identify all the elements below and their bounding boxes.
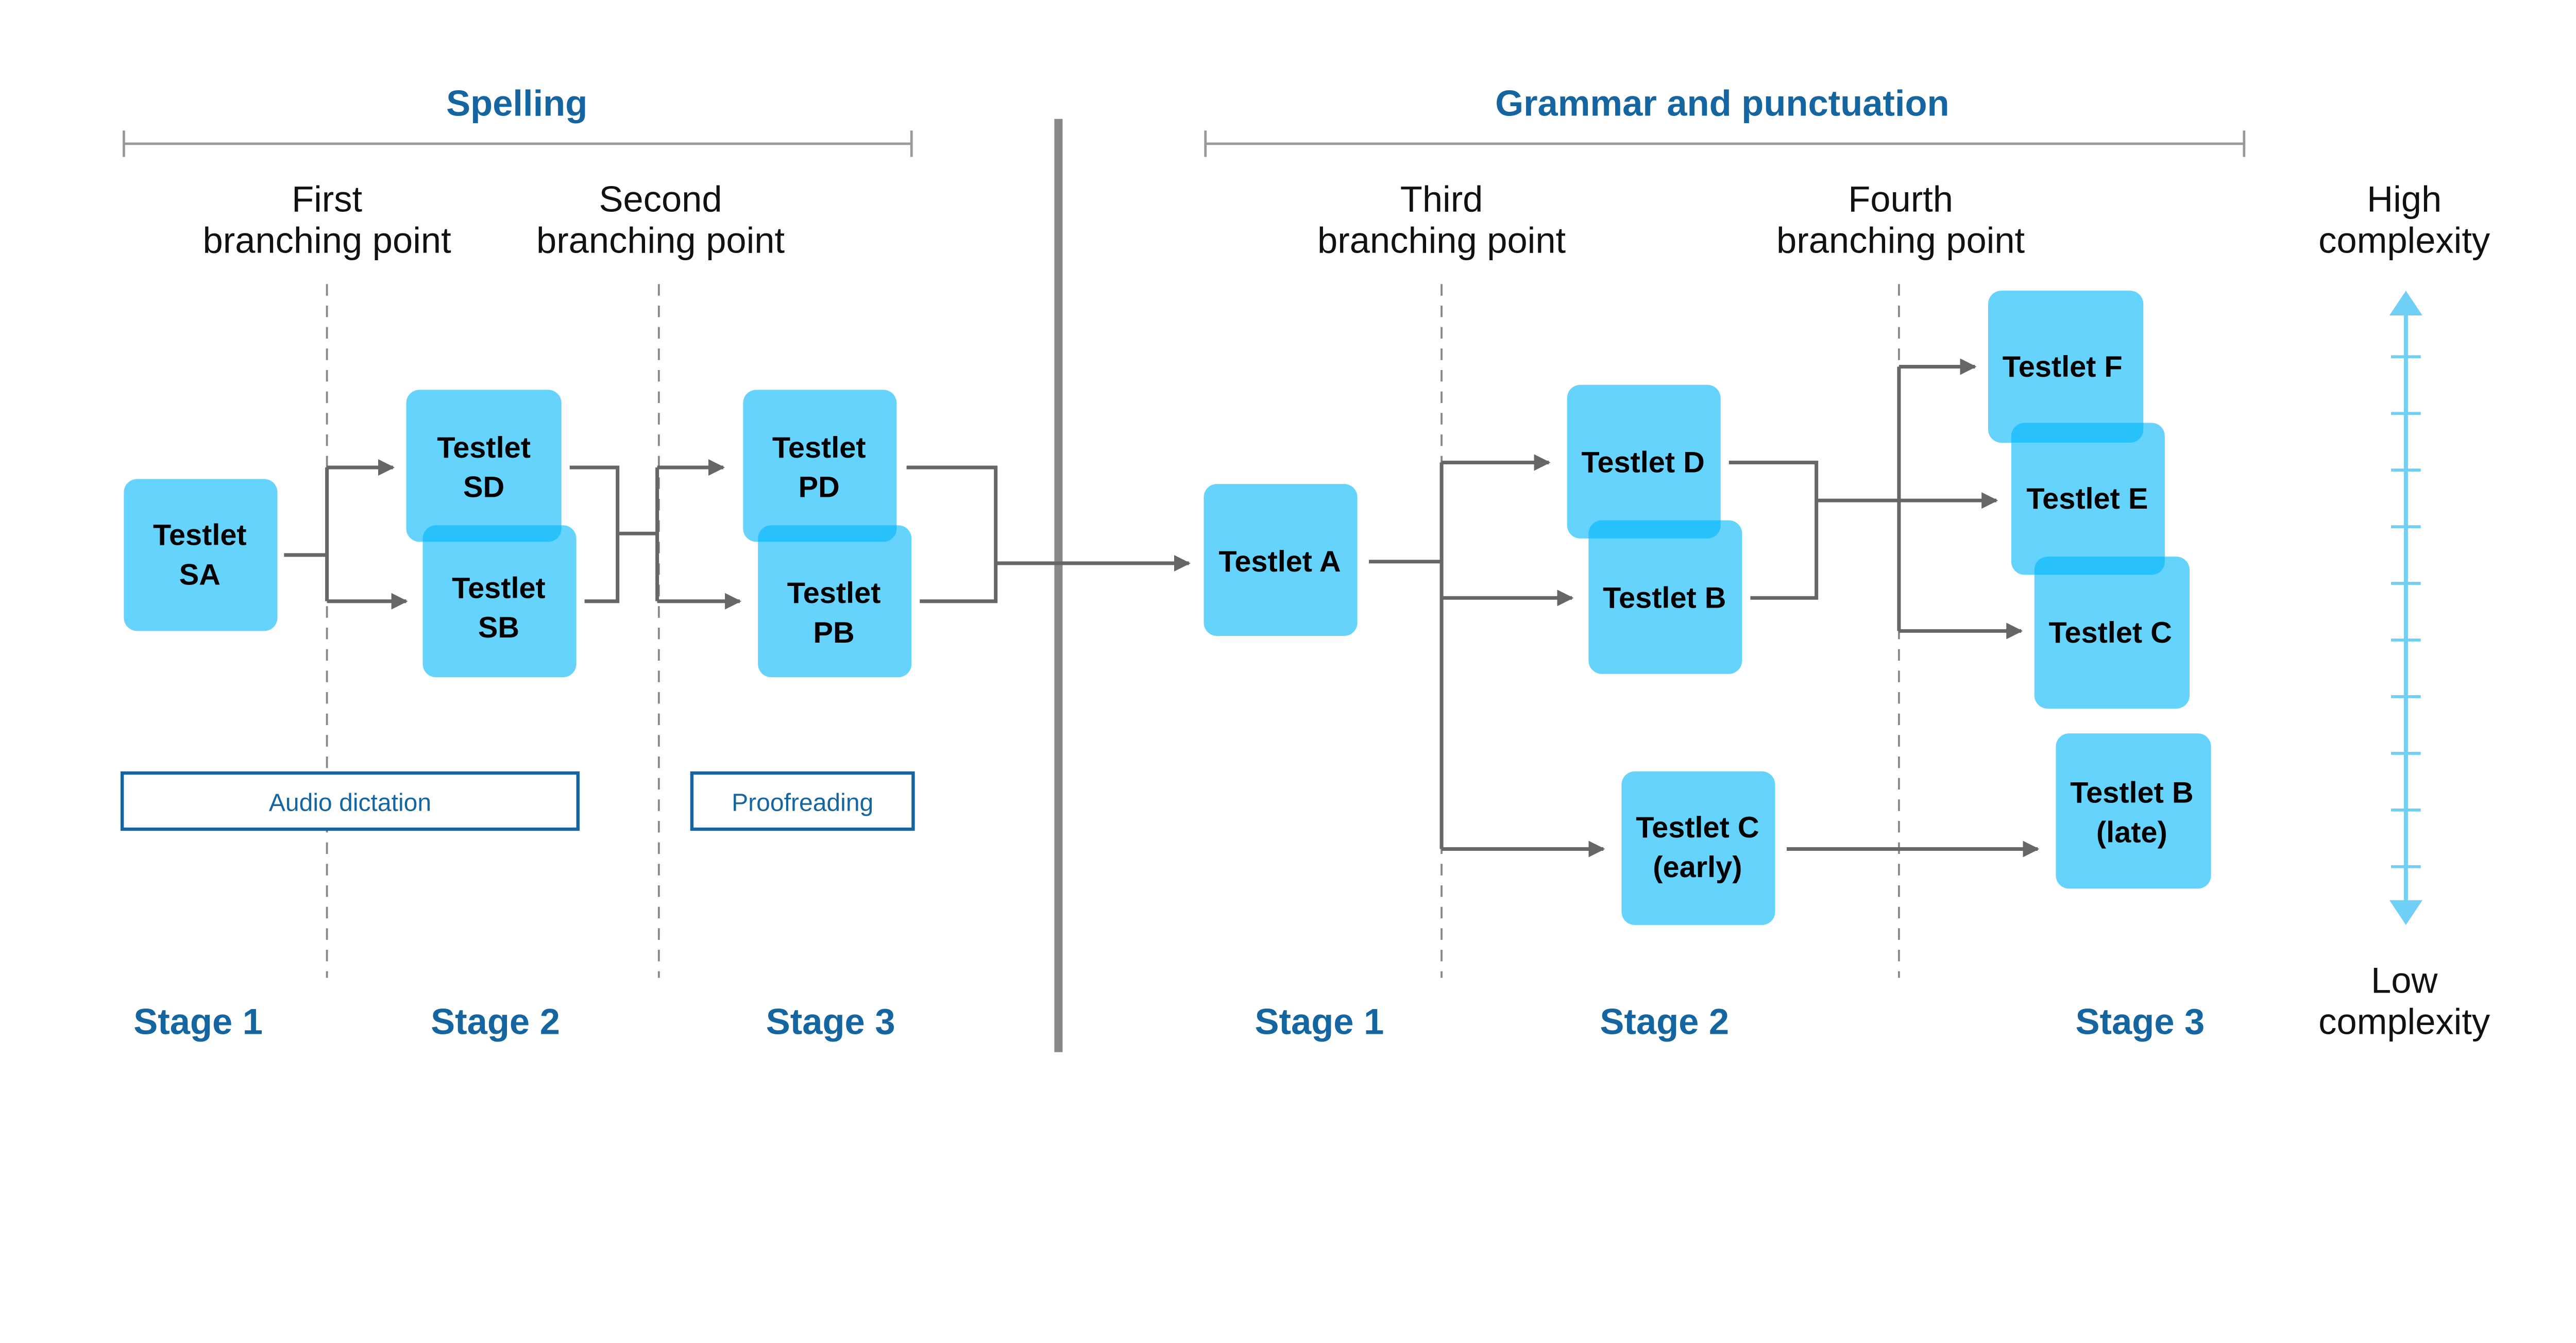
testlet-sd: Testlet SD <box>406 390 562 542</box>
grammar-heading: Grammar and punctuation <box>1495 82 1949 123</box>
third-branching-label-1: Third <box>1400 178 1483 219</box>
testlet-d: Testlet D <box>1567 384 1721 539</box>
testlet-label: (late) <box>2096 816 2167 849</box>
testlet-e: Testlet E <box>2011 423 2165 575</box>
testlet-label: Testlet A <box>1218 545 1341 578</box>
low-complexity-label-2: complexity <box>2318 1001 2490 1042</box>
stage-label: Stage 2 <box>431 1001 560 1042</box>
first-branching-label-2: branching point <box>203 220 452 260</box>
testlet-label: Testlet <box>787 577 881 610</box>
stage-label: Stage 3 <box>766 1001 895 1042</box>
testlet-label: Testlet D <box>1581 446 1704 479</box>
complexity-axis <box>2389 291 2422 925</box>
audio-dictation-tag: Audio dictation <box>120 771 580 831</box>
testlet-routing-diagram: Spelling Grammar and punctuation First b… <box>120 82 2490 1052</box>
testlet-label: PD <box>799 471 840 504</box>
testlet-label: SB <box>478 611 519 644</box>
stage-label: Stage 1 <box>1255 1001 1384 1042</box>
arrow-down-icon <box>2389 900 2422 925</box>
testlet-label: SA <box>179 559 221 592</box>
stage-label: Stage 3 <box>2075 1001 2205 1042</box>
tag-label: Proofreading <box>732 789 873 817</box>
testlet-label: Testlet C <box>1636 811 1759 844</box>
testlet-label: Testlet F <box>2003 350 2123 383</box>
spelling-heading: Spelling <box>446 82 587 123</box>
connector-arrows <box>284 358 2040 858</box>
proofreading-tag: Proofreading <box>690 771 915 831</box>
arrow-up-icon <box>2389 291 2422 316</box>
testlet-pd: Testlet PD <box>743 390 897 542</box>
testlet-label: Testlet B <box>1603 581 1726 614</box>
testlet-c: Testlet C <box>2034 557 2190 709</box>
stage-label: Stage 2 <box>1600 1001 1729 1042</box>
third-branching-label-2: branching point <box>1317 220 1566 260</box>
stage-label: Stage 1 <box>133 1001 263 1042</box>
high-complexity-label-2: complexity <box>2318 220 2490 260</box>
second-branching-label-1: Second <box>599 178 722 219</box>
testlet-f: Testlet F <box>1988 291 2144 443</box>
low-complexity-label-1: Low <box>2371 960 2438 1000</box>
testlet-label: Testlet <box>153 519 247 552</box>
spelling-bracket <box>122 130 913 157</box>
fourth-branching-label-1: Fourth <box>1848 178 1953 219</box>
testlet-b: Testlet B <box>1588 520 1742 674</box>
testlet-label: PB <box>814 616 855 649</box>
testlet-label: Testlet E <box>2026 482 2148 515</box>
testlet-label: Testlet <box>452 572 546 605</box>
testlet-label: Testlet B <box>2070 777 2193 810</box>
fourth-branching-label-2: branching point <box>1776 220 2025 260</box>
testlet-label: Testlet C <box>2048 616 2172 649</box>
testlet-label: SD <box>463 471 504 504</box>
testlet-sb: Testlet SB <box>422 525 577 678</box>
testlet-label: Testlet <box>772 431 866 464</box>
tag-label: Audio dictation <box>269 789 431 817</box>
testlet-b-late: Testlet B (late) <box>2056 733 2211 889</box>
testlet-label: (early) <box>1653 851 1742 884</box>
testlet-a: Testlet A <box>1204 484 1358 636</box>
second-branching-label-2: branching point <box>536 220 785 260</box>
testlet-c-early: Testlet C (early) <box>1621 771 1775 925</box>
testlet-sa: Testlet SA <box>124 479 278 631</box>
grammar-bracket <box>1204 130 2246 157</box>
first-branching-label-1: First <box>292 178 362 219</box>
high-complexity-label-1: High <box>2367 178 2442 219</box>
testlet-pb: Testlet PB <box>758 525 912 678</box>
testlet-label: Testlet <box>437 431 531 464</box>
